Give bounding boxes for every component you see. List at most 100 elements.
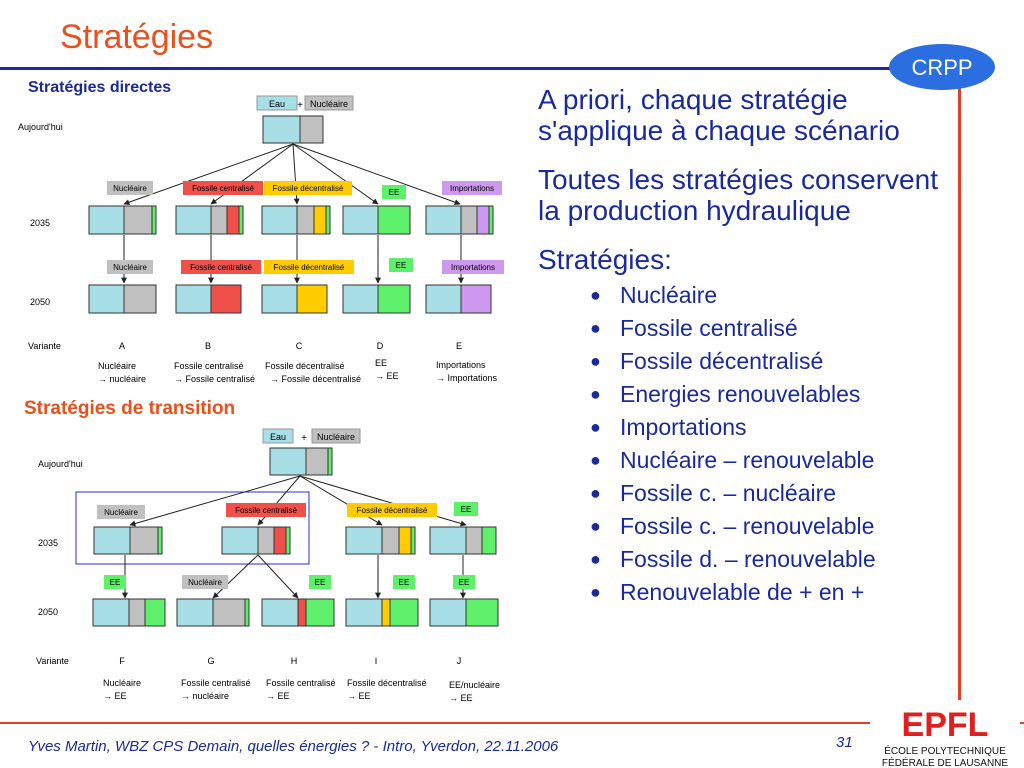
direct-variante-label: Variante — [28, 341, 61, 351]
d50-label-fc: Fossile centralisé — [190, 263, 252, 272]
direct-today-box — [262, 115, 324, 144]
trans-nucleaire-label: Nucléaire — [317, 432, 355, 442]
t35-label-nuc: Nucléaire — [104, 508, 138, 517]
para-a-priori: A priori, chaque stratégie s'applique à … — [538, 84, 900, 146]
tv-f-l2: → EE — [103, 691, 127, 701]
dv-e-l1: Importations — [436, 360, 486, 370]
t50-label-ee-h: EE — [315, 578, 326, 587]
tv-g-l1: Fossile centralisé — [181, 678, 251, 688]
epfl-line1: ÉCOLE POLYTECHNIQUE — [884, 744, 1006, 757]
d35-label-fd: Fossile décentralisé — [273, 184, 344, 193]
tv-g-letter: G — [207, 656, 214, 666]
tv-j-l1: EE/nucléaire — [449, 680, 500, 690]
transition-group-frame — [75, 491, 310, 565]
dv-a-l2: → nucléaire — [98, 374, 146, 384]
tv-h-l1: Fossile centralisé — [266, 678, 336, 688]
d50-box-d — [342, 284, 411, 314]
direct-nucleaire-label: Nucléaire — [310, 99, 348, 109]
tv-i-l2: → EE — [347, 691, 371, 701]
dv-b-l1: Fossile centralisé — [174, 361, 244, 371]
tv-f-letter: F — [119, 656, 125, 666]
dv-c-l1: Fossile décentralisé — [265, 361, 345, 371]
dv-e-l2: → Importations — [436, 373, 498, 383]
direct-heading: Stratégies directes — [28, 79, 171, 96]
trans-plus-label: + — [301, 433, 307, 444]
bullet-icon: ● — [590, 516, 601, 536]
tv-g-l2: → nucléaire — [181, 691, 229, 701]
epfl-line2: FÉDÉRALE DE LAUSANNE — [882, 756, 1008, 768]
right-text-panel: A priori, chaque stratégie s'applique à … — [538, 84, 958, 609]
t50-label-ee-j: EE — [459, 578, 470, 587]
d50-box-e — [425, 284, 492, 314]
d35-box-e — [425, 205, 494, 235]
tv-j-l2: → EE — [449, 693, 473, 703]
dv-b-letter: B — [205, 341, 211, 351]
tv-f-l1: Nucléaire — [103, 678, 141, 688]
tv-h-letter: H — [291, 656, 298, 666]
right-divider — [958, 70, 961, 700]
d35-box-c — [261, 205, 331, 235]
dv-c-l2: → Fossile décentralisé — [270, 374, 361, 384]
bullet-icon: ● — [590, 285, 601, 305]
trans-variante-label: Variante — [36, 656, 69, 666]
d35-label-fc: Fossile centralisé — [192, 184, 254, 193]
bullet-icon: ● — [590, 582, 601, 602]
dv-d-l1: EE — [375, 358, 387, 368]
direct-eau-label: Eau — [269, 99, 285, 109]
trans-today-box — [269, 447, 333, 476]
dv-b-l2: → Fossile centralisé — [174, 374, 255, 384]
t50-box-f — [92, 598, 166, 627]
bullet-icon: ● — [590, 450, 601, 470]
t35-box-fd — [345, 526, 416, 555]
d50-label-fd: Fossile décentralisé — [274, 263, 345, 272]
direct-plus-label: + — [297, 100, 303, 111]
dv-e-letter: E — [456, 341, 462, 351]
d35-label-imp: Importations — [450, 184, 494, 193]
strategy-diagram: Stratégies directes Eau + Nucléaire Aujo… — [18, 79, 504, 703]
d50-box-c — [261, 284, 328, 314]
d35-label-nuc: Nucléaire — [113, 184, 147, 193]
direct-today-label: Aujourd'hui — [18, 122, 63, 132]
d50-label-imp: Importations — [451, 263, 495, 272]
list-item: ●Nucléaire — [590, 279, 958, 312]
epfl-logo-text: EPFL — [902, 706, 989, 744]
tv-h-l2: → EE — [266, 691, 290, 701]
list-item: ●Nucléaire – renouvelable — [590, 444, 958, 477]
bullet-icon: ● — [590, 417, 601, 437]
tv-i-letter: I — [375, 656, 378, 666]
dv-c-letter: C — [296, 341, 303, 351]
d50-label-nuc: Nucléaire — [113, 263, 147, 272]
t35-box-fc — [221, 526, 291, 555]
d35-box-d — [342, 205, 411, 235]
bullet-icon: ● — [590, 384, 601, 404]
list-item: ●Fossile d. – renouvelable — [590, 543, 958, 576]
trans-eau-label: Eau — [270, 432, 286, 442]
list-item: ●Fossile c. – nucléaire — [590, 477, 958, 510]
crpp-logo: CRPP — [889, 44, 995, 90]
dv-d-l2: → EE — [375, 371, 399, 381]
list-item: ●Importations — [590, 411, 958, 444]
t50-box-g — [176, 598, 250, 627]
bottom-divider — [0, 722, 1024, 724]
para-hydraulique: Toutes les stratégies conservent la prod… — [538, 164, 938, 226]
d50-label-ee: EE — [396, 261, 407, 270]
t50-box-h — [261, 598, 335, 627]
bullet-icon: ● — [590, 483, 601, 503]
t35-label-fd: Fossile décentralisé — [357, 506, 428, 515]
list-item: ●Fossile décentralisé — [590, 345, 958, 378]
strategy-list: ●Nucléaire ●Fossile centralisé ●Fossile … — [538, 279, 958, 609]
t50-box-i — [345, 598, 419, 627]
page-number: 31 — [836, 734, 853, 751]
crpp-logo-text: CRPP — [911, 55, 972, 80]
t35-label-ee: EE — [461, 505, 472, 514]
epfl-logo: EPFL ÉCOLE POLYTECHNIQUE FÉDÉRALE DE LAU… — [870, 702, 1020, 768]
direct-2035-label: 2035 — [30, 218, 50, 228]
list-item: ●Fossile centralisé — [590, 312, 958, 345]
list-item: ●Energies renouvelables — [590, 378, 958, 411]
trans-today-label: Aujourd'hui — [38, 459, 83, 469]
transition-heading: Stratégies de transition — [24, 398, 235, 419]
tv-j-letter: J — [457, 656, 462, 666]
d35-box-b — [175, 205, 244, 235]
d35-label-ee: EE — [389, 188, 400, 197]
d50-box-b — [175, 284, 242, 314]
